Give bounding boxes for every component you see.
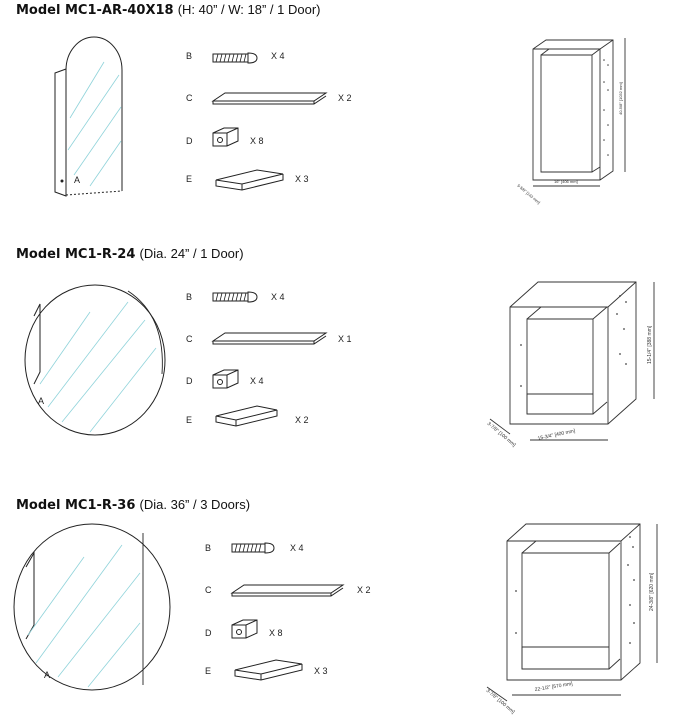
- part-letter: D: [205, 628, 212, 638]
- clip-icon: [231, 619, 258, 639]
- model-heading: Model MC1-R-36 (Dia. 36” / 3 Doors): [16, 497, 250, 513]
- dim-width: 16" [406 mm]: [554, 179, 578, 184]
- dim-height: 24-3/8" [620 mm]: [649, 572, 655, 611]
- model-heading: Model MC1-AR-40X18 (H: 40” / W: 18” / 1 …: [16, 2, 321, 18]
- model-section-2: Model MC1-R-24 (Dia. 24” / 1 Door) A: [0, 244, 678, 484]
- part-letter: B: [186, 292, 193, 302]
- cabinet-holes: [515, 536, 635, 644]
- block-icon: [215, 405, 278, 427]
- part-letter: B: [186, 51, 193, 61]
- strip-icon: [211, 92, 328, 105]
- dim-depth: 3-7/8" [100 mm]: [486, 421, 517, 449]
- cabinet-drawing: [532, 38, 626, 187]
- cabinet-holes: [603, 59, 609, 156]
- part-qty: X 2: [357, 585, 371, 595]
- part-letter: C: [186, 334, 193, 344]
- model-section-1: Model MC1-AR-40X18 (H: 40” / W: 18” / 1 …: [0, 0, 678, 240]
- cabinet-holes: [520, 295, 627, 387]
- part-letter: C: [186, 93, 193, 103]
- part-qty: X 4: [250, 376, 264, 386]
- part-qty: X 2: [338, 93, 352, 103]
- part-qty: X 4: [271, 51, 285, 61]
- model-spec: (H: 40” / W: 18” / 1 Door): [177, 2, 321, 17]
- model-section-3: Model MC1-R-36 (Dia. 36” / 3 Doors) A: [0, 495, 678, 720]
- model-name: Model MC1-R-24: [16, 247, 136, 262]
- cabinet-drawing: [486, 523, 658, 702]
- part-qty: X 8: [250, 136, 264, 146]
- screw-icon: [231, 542, 275, 554]
- mirror-label: A: [38, 396, 44, 406]
- part-letter: D: [186, 136, 193, 146]
- section-drawing: A 40-5/8" [1032 mm]: [54, 36, 626, 205]
- clip-icon: [212, 127, 239, 147]
- part-letter: E: [186, 415, 193, 425]
- part-qty: X 1: [338, 334, 352, 344]
- section-drawing: A 15-1/4" [388 mm]: [24, 281, 655, 449]
- block-icon: [234, 659, 303, 681]
- screw-icon: [212, 291, 258, 303]
- strip-icon: [230, 584, 345, 597]
- clip-icon: [212, 369, 239, 389]
- mirror-label: A: [74, 175, 80, 185]
- part-qty: X 3: [295, 174, 309, 184]
- mirror-label: A: [44, 670, 50, 680]
- part-letter: E: [186, 174, 193, 184]
- dim-width: 22-1/2" [570 mm]: [534, 681, 573, 693]
- screw-icon: [212, 52, 258, 64]
- round-mirror-drawing: [13, 523, 171, 691]
- part-letter: C: [205, 585, 212, 595]
- dim-depth: 3-7/8" [100 mm]: [485, 688, 516, 716]
- strip-icon: [211, 332, 328, 345]
- dim-height: 40-5/8" [1032 mm]: [618, 82, 623, 115]
- model-spec: (Dia. 24” / 1 Door): [139, 246, 244, 261]
- arched-mirror-drawing: [54, 36, 123, 197]
- part-letter: D: [186, 376, 193, 386]
- model-name: Model MC1-R-36: [16, 498, 136, 513]
- block-icon: [215, 169, 284, 191]
- dim-height: 15-1/4" [388 mm]: [647, 325, 653, 364]
- part-qty: X 2: [295, 415, 309, 425]
- part-qty: X 8: [269, 628, 283, 638]
- part-letter: B: [205, 543, 212, 553]
- part-qty: X 4: [271, 292, 285, 302]
- part-letter: E: [205, 666, 212, 676]
- round-mirror-drawing: [24, 284, 166, 436]
- part-qty: X 4: [290, 543, 304, 553]
- model-heading: Model MC1-R-24 (Dia. 24” / 1 Door): [16, 246, 244, 262]
- cabinet-drawing: [489, 281, 655, 441]
- model-name: Model MC1-AR-40X18: [16, 3, 174, 18]
- model-spec: (Dia. 36” / 3 Doors): [139, 497, 251, 512]
- part-qty: X 3: [314, 666, 328, 676]
- section-drawing: A 24-3/8" [620 mm]: [13, 523, 658, 716]
